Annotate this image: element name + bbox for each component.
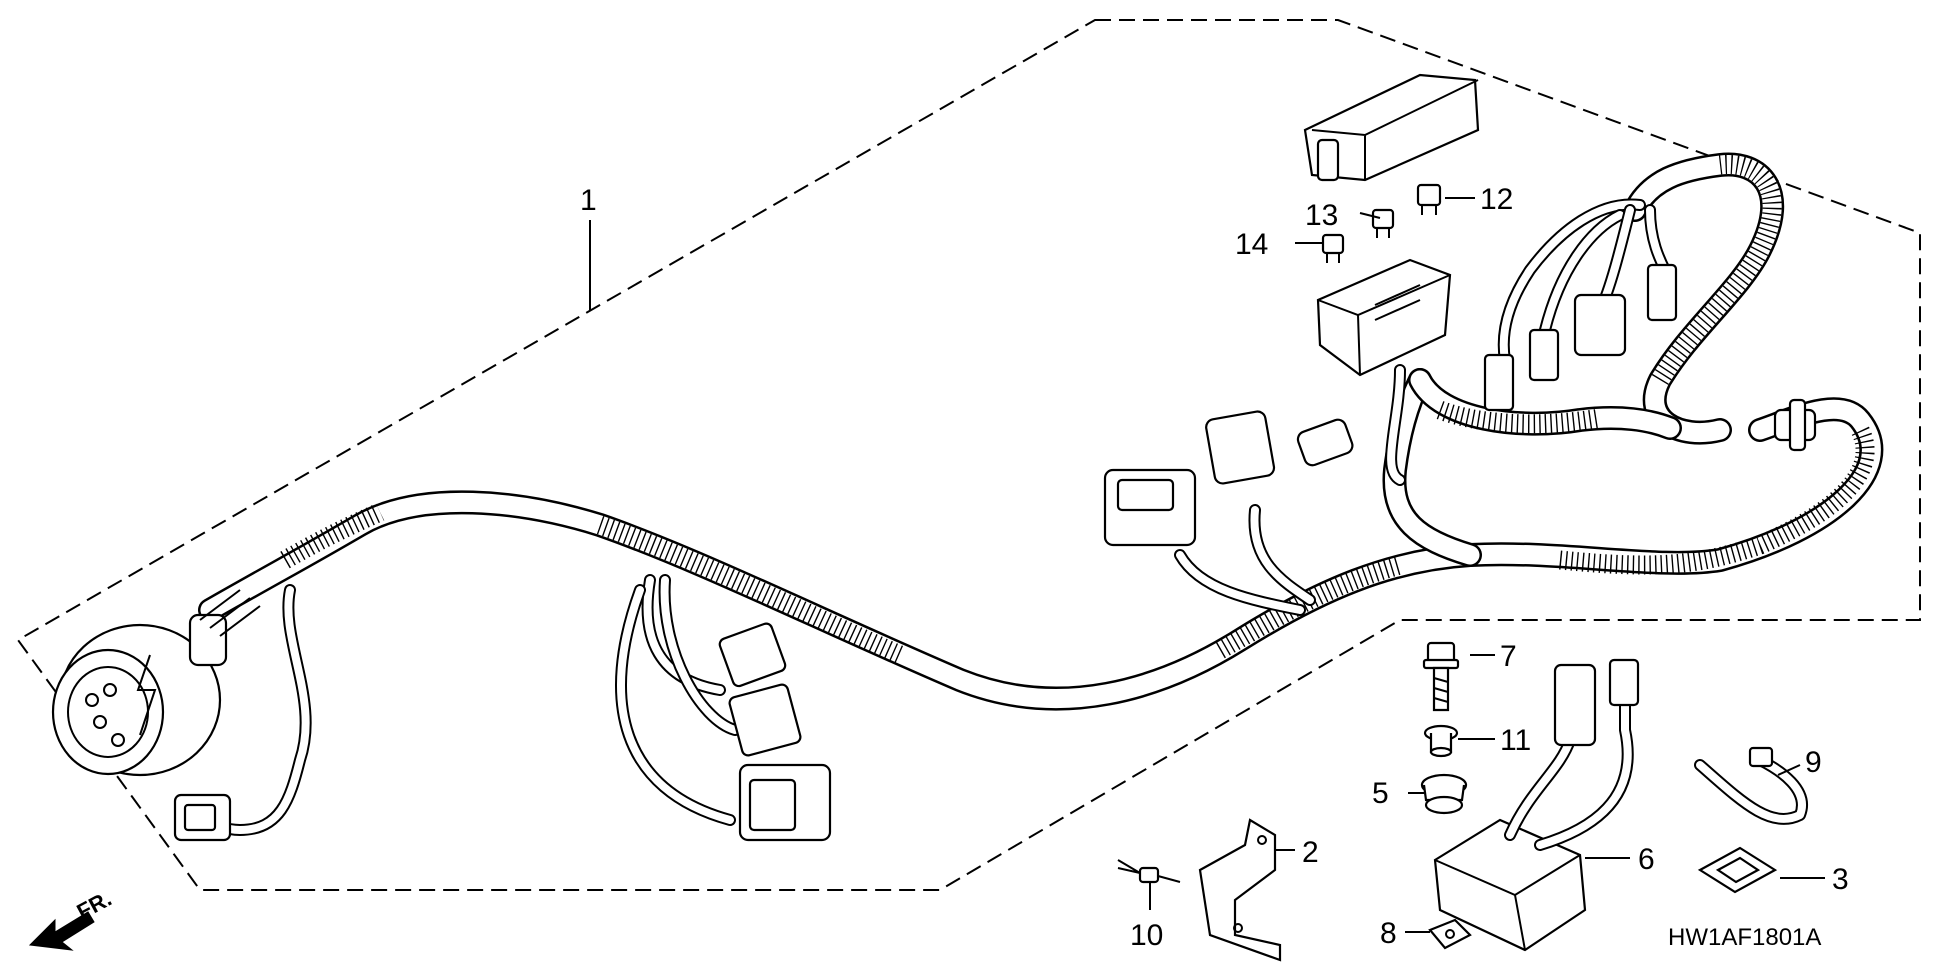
main-wire-harness[interactable] xyxy=(198,152,1884,711)
callout-9: 9 xyxy=(1805,746,1822,779)
fuse-12[interactable] xyxy=(1416,183,1442,215)
front-direction-arrow-icon xyxy=(28,911,95,951)
wire-band[interactable] xyxy=(1694,746,1808,825)
callout-13: 13 xyxy=(1305,199,1338,232)
callout-11: 11 xyxy=(1500,724,1531,757)
tie-base[interactable] xyxy=(1697,846,1778,894)
callout-2: 2 xyxy=(1302,836,1319,869)
clip[interactable] xyxy=(1117,859,1181,884)
callout-3: 3 xyxy=(1832,863,1849,896)
nut-clip[interactable] xyxy=(1428,918,1472,950)
callout-10: 10 xyxy=(1130,919,1163,952)
callout-1: 1 xyxy=(580,184,597,217)
diagram-code: HW1AF1801A xyxy=(1668,924,1821,951)
callout-14: 14 xyxy=(1235,228,1268,261)
center-branch-wires[interactable] xyxy=(615,574,832,842)
callout-5: 5 xyxy=(1372,777,1389,810)
round-connector[interactable] xyxy=(51,589,261,777)
bracket[interactable] xyxy=(1198,818,1282,962)
fuse-box[interactable] xyxy=(1316,0,1452,486)
fuse-14[interactable] xyxy=(1321,233,1345,263)
collar[interactable] xyxy=(1423,724,1459,758)
leader-lines xyxy=(589,197,1825,933)
fuse-13[interactable] xyxy=(1371,208,1395,238)
callout-12: 12 xyxy=(1480,183,1513,216)
bolt[interactable] xyxy=(1422,641,1460,712)
callout-8: 8 xyxy=(1380,917,1397,950)
grommet[interactable] xyxy=(1420,773,1468,815)
right-connector-cluster[interactable] xyxy=(1483,198,1678,412)
left-branch-wire[interactable] xyxy=(173,584,312,842)
regulator-unit[interactable] xyxy=(1433,658,1640,952)
callout-6: 6 xyxy=(1638,843,1655,876)
fuse-box-cover[interactable] xyxy=(1303,73,1480,182)
callout-7: 7 xyxy=(1500,640,1517,673)
upper-branch-connectors[interactable] xyxy=(1103,410,1355,616)
